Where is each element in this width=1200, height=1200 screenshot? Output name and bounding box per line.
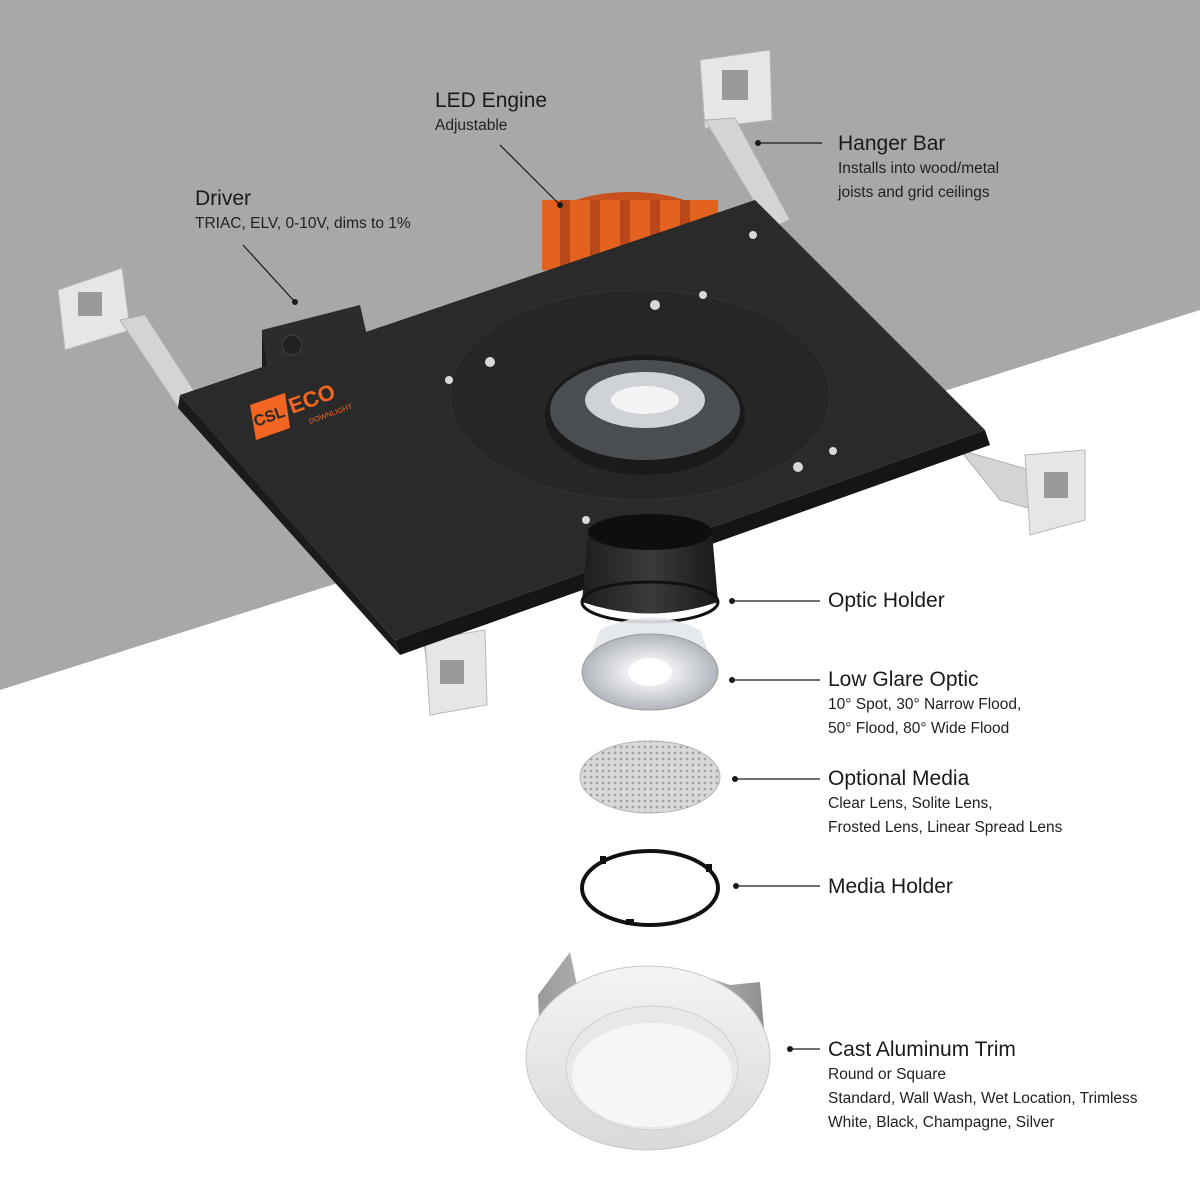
callout-cast-aluminum-trim-line-1: Round or Square [828,1066,947,1083]
callout-cast-aluminum-trim-title: Cast Aluminum Trim [828,1038,1016,1061]
callout-driver-title: Driver [195,187,251,210]
callout-hanger-bar-line-2: joists and grid ceilings [838,184,990,201]
hanger-bar-right [958,449,1086,536]
callout-led-engine: LED Engine Adjustable [435,88,547,138]
callout-led-engine-line-1: Adjustable [435,117,508,134]
callout-optic-holder-title: Optic Holder [828,589,945,612]
optic-holder-part [580,514,720,624]
leader-lines [242,142,822,1050]
callout-hanger-bar: Hanger Bar Installs into wood/metal jois… [838,131,999,205]
media-holder-part [580,849,720,927]
callout-hanger-bar-title: Hanger Bar [838,132,946,155]
callout-hanger-bar-line-1: Installs into wood/metal [838,160,1000,177]
optional-media-part [579,740,721,814]
hanger-bar-left [57,267,201,411]
callout-media-holder-title: Media Holder [828,875,953,898]
hanger-bar-top [699,49,791,229]
callout-low-glare-optic-title: Low Glare Optic [828,668,979,691]
callout-led-engine-title: LED Engine [435,89,548,112]
callout-media-holder: Media Holder [828,874,953,900]
callout-optional-media-line-2: Frosted Lens, Linear Spread Lens [828,819,1063,836]
screws [445,231,837,524]
callout-driver-line-1: TRIAC, ELV, 0-10V, dims to 1% [195,215,411,232]
callout-low-glare-optic: Low Glare Optic 10° Spot, 30° Narrow Flo… [828,667,1021,741]
callout-driver: Driver TRIAC, ELV, 0-10V, dims to 1% [195,186,411,236]
callout-cast-aluminum-trim-line-3: White, Black, Champagne, Silver [828,1114,1055,1131]
callout-optional-media: Optional Media Clear Lens, Solite Lens, … [828,766,1062,840]
callout-optic-holder: Optic Holder [828,588,945,614]
callout-low-glare-optic-line-1: 10° Spot, 30° Narrow Flood, [828,696,1022,713]
callout-low-glare-optic-line-2: 50° Flood, 80° Wide Flood [828,720,1010,737]
callout-cast-aluminum-trim-line-2: Standard, Wall Wash, Wet Location, Triml… [828,1090,1138,1107]
leader-dots [292,140,793,1052]
low-glare-optic-part [581,617,719,711]
cast-aluminum-trim-part [525,952,771,1151]
callout-optional-media-line-1: Clear Lens, Solite Lens, [828,795,993,812]
callout-cast-aluminum-trim: Cast Aluminum Trim Round or Square Stand… [828,1037,1138,1135]
callout-optional-media-title: Optional Media [828,767,970,790]
